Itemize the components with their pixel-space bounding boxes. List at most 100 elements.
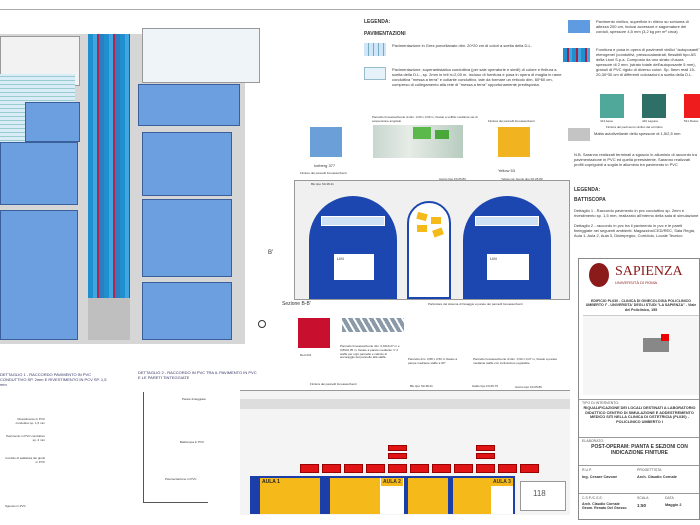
- text-label: AULA 3: [493, 479, 511, 485]
- label: Particolare del sistema di fissaggio a p…: [428, 302, 523, 306]
- drawing-shape: [520, 464, 539, 473]
- drawing-shape: [454, 464, 473, 473]
- label: Pannello fonoassorbente di dim. 0,60 x 0…: [372, 115, 478, 123]
- legend-item: Pavimentazione in Gres porcellanato dim.…: [392, 43, 532, 48]
- swatch-label: 521 Rosso: [684, 119, 699, 123]
- room: [25, 102, 80, 142]
- aula-2-sign: AULA 2: [381, 478, 403, 486]
- text-label: SCALA: [637, 496, 649, 500]
- label: Blu tipo S0.48.41: [410, 384, 433, 388]
- swatch-aqua: [600, 94, 624, 118]
- drawing-shape: [240, 399, 570, 409]
- detail-label: Cordolo di saldatura dei giunti in PVC: [5, 456, 45, 464]
- drawing-shape: [413, 127, 431, 139]
- arch-left: LIM: [309, 196, 397, 299]
- arch-center: [407, 201, 451, 299]
- text-label: SAPIENZA: [615, 264, 683, 279]
- panel-drawing: [342, 318, 404, 332]
- text-label: PROGETTISTA: [637, 468, 662, 472]
- drawing-shape: [476, 464, 495, 473]
- drawing-shape: [322, 464, 341, 473]
- drawing-shape: [388, 453, 407, 459]
- text-label: POST-OPERAM: PIANTA E SEZIONI CON INDICA…: [591, 444, 688, 457]
- room: [0, 142, 78, 205]
- aula-3-sign: AULA 3: [491, 478, 513, 486]
- drawing-shape: [432, 227, 444, 238]
- vinyl-swatch: [568, 20, 590, 33]
- text-label: Maggio 2: [665, 503, 682, 507]
- drawing-shape: TIPO DI INTERVENTO: RIQUALIFICAZIONE DEI…: [579, 399, 699, 435]
- text-label: AULA 1: [262, 479, 280, 485]
- text-label: TIPO DI INTERVENTO:: [582, 401, 620, 405]
- room: [0, 210, 78, 340]
- drawing-shape: ELABORATO: POST-OPERAM: PIANTA E SEZIONI…: [579, 437, 699, 463]
- drawing-shape: [410, 464, 429, 473]
- swatch-caption: Finitura del pavimento vinilico del corr…: [606, 125, 663, 129]
- text-label: Arch. Claudio Cornale: [637, 475, 677, 479]
- drawing-shape: [432, 464, 451, 473]
- battiscopa-item: Dettaglio 2 - raccordo in pvc tra il pav…: [574, 223, 695, 238]
- room: [142, 282, 232, 340]
- drawing-shape: [476, 445, 495, 451]
- swatch-iceberg: [310, 127, 342, 157]
- drawing-shape: [408, 478, 448, 514]
- tiled-room: [142, 28, 260, 83]
- floor-plan: B': [0, 14, 273, 344]
- legend-title: LEGENDA:: [364, 19, 391, 25]
- detail-label: Sguscio in PVC: [5, 504, 26, 508]
- drawing-shape: [453, 478, 491, 514]
- text-label: LIM: [490, 256, 497, 261]
- text-label: R.U.P.: [582, 468, 592, 472]
- battiscopa-item: Dettaglio 1 - Raccordo pavimento in pvc …: [574, 208, 699, 218]
- swatch-red: [298, 318, 330, 348]
- legend-item: Pavimento vinilico, superficie in riliev…: [596, 19, 689, 34]
- swatch-label: 414 Aqua: [600, 119, 613, 123]
- drawing-shape: [643, 338, 669, 352]
- room: [138, 84, 240, 126]
- text-label: Avorio tipo F0.05.80: [439, 177, 466, 181]
- sapienza-logo: [589, 263, 609, 287]
- legend-note: N.B. Saranno realizzati terminali a sgus…: [574, 152, 697, 167]
- text-label: LIM: [337, 256, 344, 261]
- battiscopa-subtitle: BATTISCOPA: [574, 197, 606, 203]
- detail2-wall: [143, 392, 144, 502]
- drawing-shape: [417, 225, 427, 232]
- detail2-floor: [143, 502, 208, 503]
- arch-right: LIM: [463, 196, 551, 299]
- drawing-shape: R.U.P. Ing. Cesare Cavone PROGETTISTA Ar…: [579, 465, 699, 491]
- text-label: Blu tipo S0.48.41: [311, 182, 334, 186]
- title-block: SAPIENZA UNIVERSITÀ DI ROMA EDIFICIO PL0…: [578, 258, 700, 520]
- panel-note: Pannello dim. 0,88 x 0,50 m fissato a pa…: [408, 357, 458, 365]
- drawing-shape: [416, 211, 428, 222]
- legend-item: Pavimentazione, superantistatica condutt…: [392, 67, 562, 87]
- battiscopa-title: LEGENDA:: [574, 187, 601, 193]
- text-label: Ing. Cesare Cavone: [582, 475, 618, 479]
- wall-elevation: AULA 1 AULA 2 AULA 3 118: [240, 390, 570, 515]
- detail1-title: DETTAGLIO 1 - RACCORDO PAVIMENTO IN PVC …: [0, 372, 107, 387]
- swatch-label: 410 Laguna: [642, 119, 658, 123]
- drawing-shape: [661, 334, 669, 341]
- swatch-label: Yellow 53: [498, 168, 515, 173]
- room: [142, 132, 232, 196]
- text-label: 118: [533, 489, 546, 498]
- drawing-shape: AULA 3: [491, 478, 513, 514]
- label: Finitura dei pannelli fonoassorbenti: [488, 119, 535, 123]
- swatch-label: Iceberg 377: [314, 163, 336, 168]
- stair-landing: [88, 298, 130, 340]
- detail-label: Rivestimento in PVC conduttivo sp. 1,5 m…: [15, 417, 45, 425]
- drawing-shape: [330, 478, 380, 514]
- lim-board: LIM: [334, 254, 374, 280]
- mortar-swatch: [568, 128, 590, 141]
- swatch-yellow: [498, 127, 530, 157]
- legend-item: Malta autolivellante dello spessore di 1…: [594, 131, 681, 136]
- aula-1-sign: AULA 1: [260, 478, 282, 486]
- swatch-rosso: [684, 94, 700, 118]
- drawing-shape: [475, 216, 539, 226]
- label: Finiture dei pannelli fonoassorbenti: [300, 171, 347, 175]
- ceiling-photo: [373, 125, 463, 158]
- drawing-shape: [388, 445, 407, 451]
- text-label: Yellow col. Avorio tipo F0.05.80: [501, 177, 543, 181]
- text-label: 1:50: [637, 503, 647, 508]
- text-label: Arch. Claudio Cornale Geom. Renato Del G…: [582, 502, 627, 511]
- swatch-laguna: [642, 94, 666, 118]
